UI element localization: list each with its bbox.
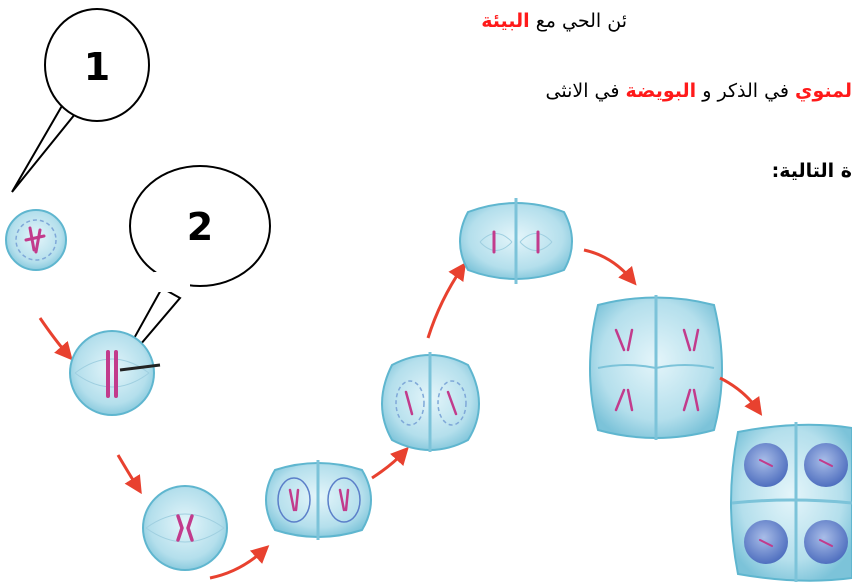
cell-prophase-2: [381, 352, 480, 452]
text-line-gametes: لمنوي في الذكر و البويضة في الانثى: [546, 80, 852, 102]
arrow-5: [426, 262, 467, 339]
text-line-following: ة التالية:: [771, 160, 852, 182]
arrow-2: [116, 454, 142, 495]
callout-1-label: 1: [84, 45, 110, 89]
arrow-4: [371, 446, 409, 480]
cell-metaphase-2: [459, 198, 573, 284]
cell-telophase: [265, 460, 372, 540]
cell-prophase: [5, 209, 67, 271]
text-plain-female: في الانثى: [545, 80, 626, 102]
text-plain-male: في الذكر و: [696, 80, 796, 102]
arrow-6: [583, 248, 637, 286]
arrow-3: [209, 545, 270, 580]
cell-anaphase-2: [589, 295, 723, 440]
arrow-7: [719, 376, 763, 416]
cell-anaphase: [142, 485, 228, 571]
callout-1: 1: [11, 8, 150, 193]
text-plain: ئن الحي مع: [529, 10, 627, 32]
cell-metaphase: [69, 330, 161, 416]
text-highlight-environment: البيئة: [481, 10, 530, 32]
text-highlight-sperm: لمنوي: [795, 80, 852, 102]
text-highlight-egg: البويضة: [625, 80, 697, 102]
text-line-environment: ئن الحي مع البيئة: [481, 10, 627, 32]
callout-2-label: 2: [187, 205, 213, 249]
cell-telophase-2: [730, 422, 852, 582]
arrow-1: [38, 317, 73, 361]
